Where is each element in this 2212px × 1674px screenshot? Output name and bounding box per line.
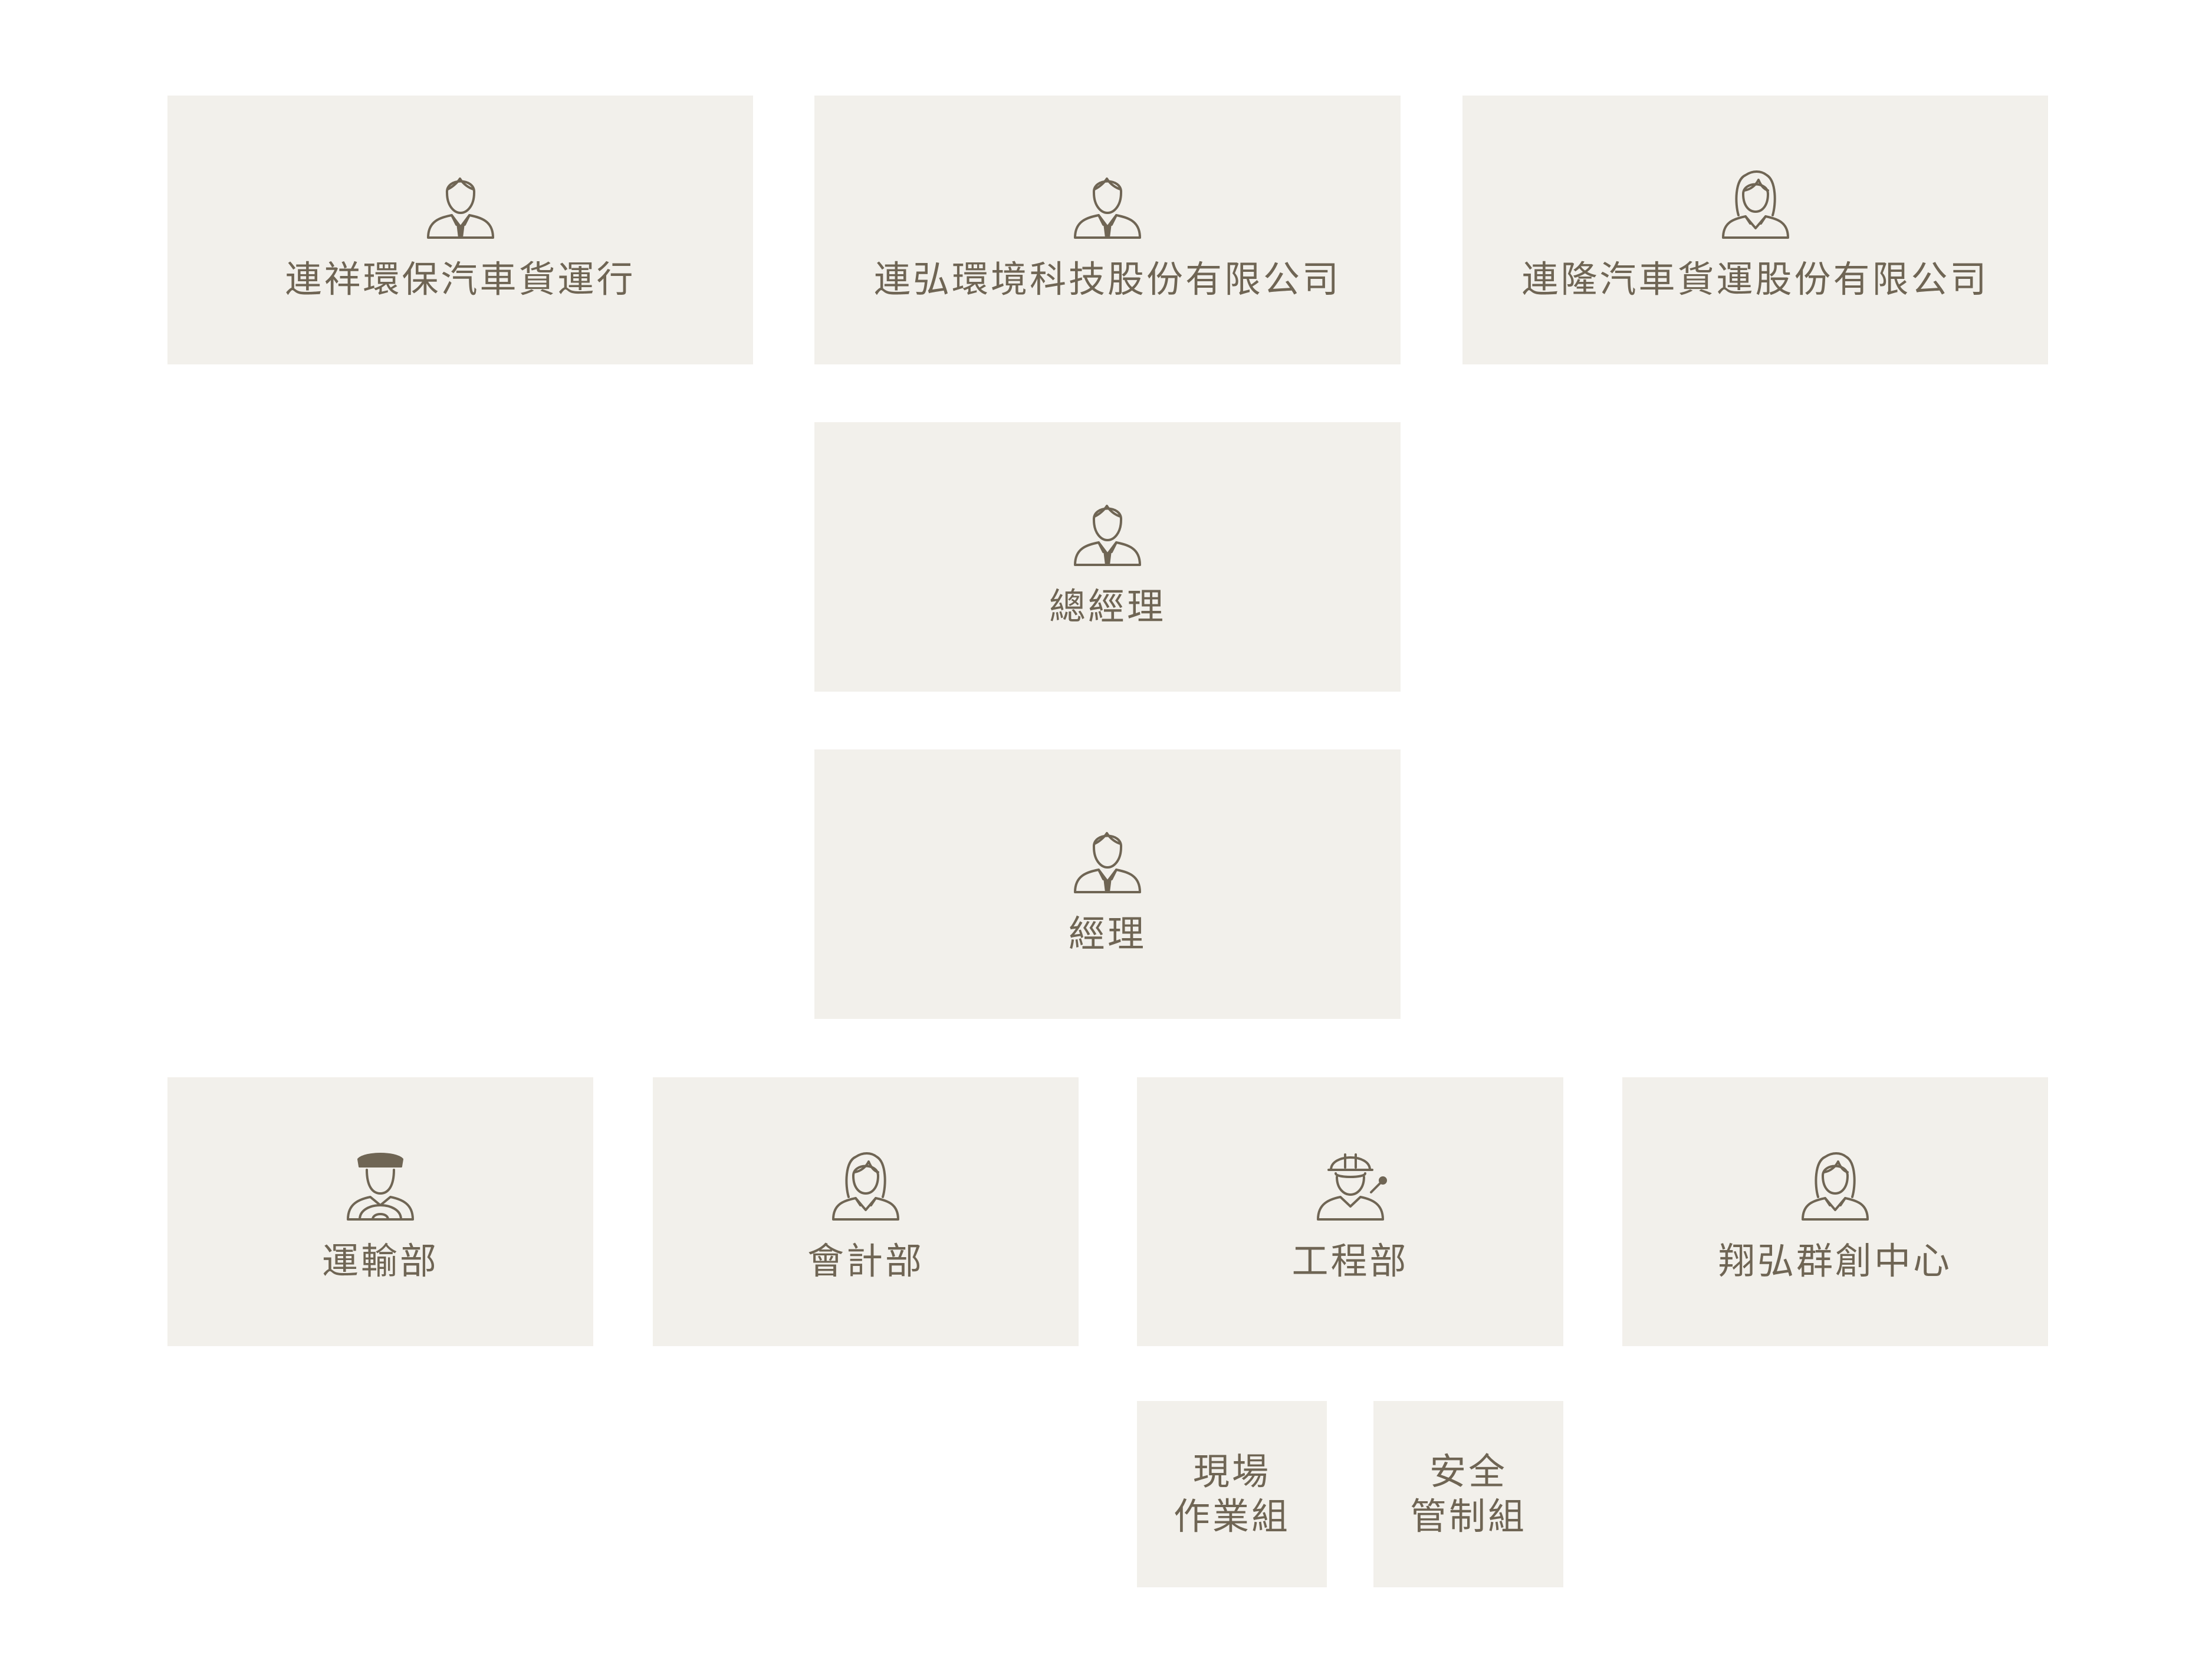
org-node-label: 連隆汽車貨運股份有限公司 bbox=[1521, 258, 1989, 301]
businesswoman-icon bbox=[1797, 1144, 1874, 1221]
org-node-affiliate-2: 連弘環境科技股份有限公司 bbox=[814, 96, 1401, 364]
org-node-manager: 經理 bbox=[814, 749, 1401, 1019]
org-node-label: 總經理 bbox=[1049, 584, 1166, 628]
org-node-label-line: 現場 bbox=[1192, 1450, 1271, 1493]
org-node-general-manager: 總經理 bbox=[814, 422, 1401, 692]
org-node-label: 經理 bbox=[1068, 912, 1146, 955]
businesswoman-icon bbox=[827, 1144, 904, 1221]
org-node-label: 會計部 bbox=[807, 1239, 924, 1282]
org-node-label: 現場 作業組 bbox=[1174, 1449, 1290, 1539]
org-node-label: 連祥環保汽車貨運行 bbox=[285, 258, 636, 301]
businessman-icon bbox=[1069, 162, 1146, 239]
org-node-department-innovation-center: 翔弘群創中心 bbox=[1622, 1077, 2048, 1346]
businessman-icon bbox=[1069, 817, 1146, 893]
org-node-unit-safety-control: 安全 管制組 bbox=[1373, 1401, 1563, 1587]
businessman-icon bbox=[1069, 489, 1146, 566]
org-node-affiliate-1: 連祥環保汽車貨運行 bbox=[167, 96, 753, 364]
org-node-label: 連弘環境科技股份有限公司 bbox=[873, 258, 1341, 301]
businesswoman-icon bbox=[1717, 162, 1794, 239]
org-node-label: 安全 管制組 bbox=[1410, 1449, 1527, 1539]
org-node-department-engineering: 工程部 bbox=[1137, 1077, 1563, 1346]
org-node-label: 運輸部 bbox=[321, 1239, 439, 1282]
businessman-icon bbox=[422, 162, 499, 239]
engineer-icon bbox=[1312, 1144, 1389, 1221]
org-node-label-line: 安全 bbox=[1429, 1450, 1507, 1493]
org-node-label-line: 作業組 bbox=[1173, 1495, 1290, 1538]
org-node-department-transport: 運輸部 bbox=[167, 1077, 593, 1346]
org-node-department-accounting: 會計部 bbox=[653, 1077, 1079, 1346]
org-node-label: 翔弘群創中心 bbox=[1718, 1239, 1952, 1282]
org-node-unit-field-operations: 現場 作業組 bbox=[1137, 1401, 1327, 1587]
driver-icon bbox=[342, 1144, 419, 1221]
org-node-affiliate-3: 連隆汽車貨運股份有限公司 bbox=[1462, 96, 2048, 364]
org-node-label: 工程部 bbox=[1291, 1239, 1409, 1282]
org-node-label-line: 管制組 bbox=[1409, 1495, 1527, 1538]
